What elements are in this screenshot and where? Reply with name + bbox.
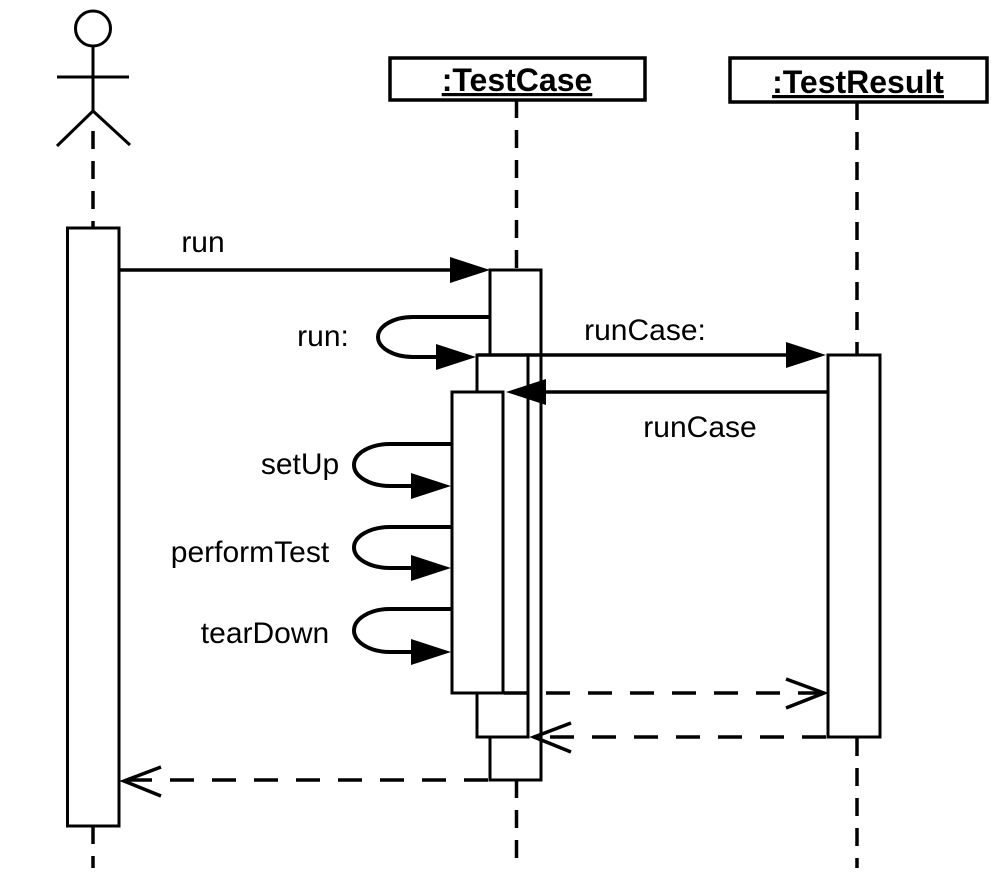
testcase-label: :TestCase	[442, 62, 593, 98]
testcase-activation-bar-3	[450, 390, 505, 695]
testcase-header-box	[388, 56, 647, 102]
message-runcase-back-arrowhead-icon	[506, 379, 546, 405]
message-setup-label: setUp	[261, 448, 339, 481]
message-teardown-self-loop	[352, 607, 452, 654]
actor-head-icon	[74, 9, 112, 48]
message-run-self-loop	[376, 315, 491, 359]
actor-leg-left	[55, 109, 95, 148]
return-to-testcase-arrowhead-icon	[529, 721, 572, 754]
message-performtest-label: performTest	[171, 536, 330, 569]
return-to-actor-arrowhead-icon	[119, 765, 162, 798]
return-to-testresult-arrowhead-icon	[785, 677, 829, 710]
message-setup-self-loop	[352, 442, 452, 488]
actor-leg-right	[91, 109, 132, 147]
message-teardown-arrowhead-icon	[411, 639, 451, 665]
message-runcase-call-label: runCase:	[584, 314, 706, 347]
testresult-header-box	[728, 56, 989, 104]
message-run-arrowhead-icon	[450, 257, 490, 283]
actor-activation-bar	[66, 226, 121, 828]
message-performtest-self-loop	[352, 525, 452, 570]
message-run-self-arrowhead-icon	[436, 344, 476, 370]
actor-figure	[55, 9, 132, 148]
testresult-activation-bar	[826, 353, 882, 739]
message-teardown-label: tearDown	[201, 617, 329, 650]
message-runcase-call-arrowhead-icon	[786, 342, 826, 368]
message-run-label: run	[181, 226, 224, 259]
message-performtest-arrowhead-icon	[411, 555, 451, 581]
message-run-self-label: run:	[297, 320, 349, 353]
message-runcase-back-label: runCase	[643, 411, 756, 444]
message-setup-arrowhead-icon	[411, 473, 451, 499]
testresult-label: :TestResult	[772, 64, 944, 100]
